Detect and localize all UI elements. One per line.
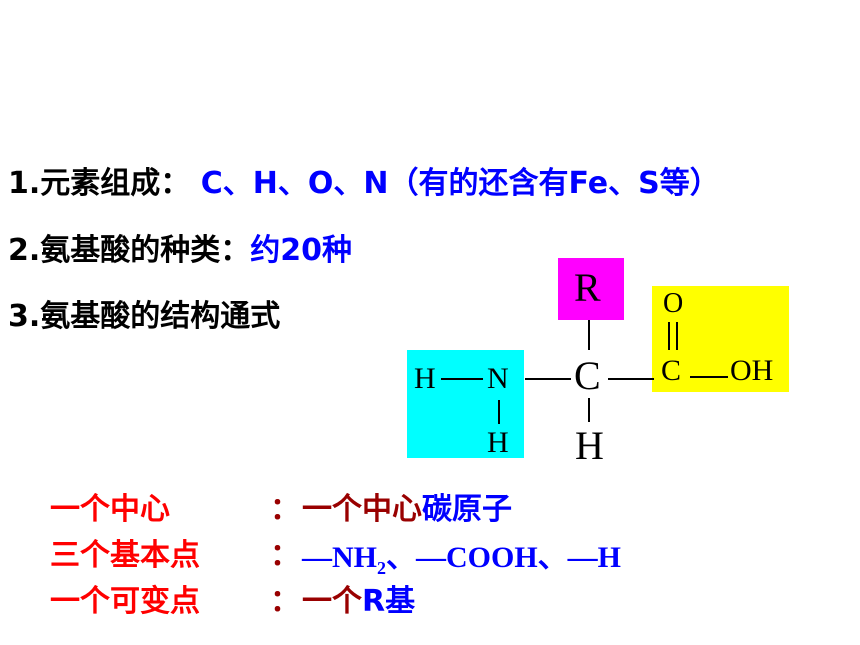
double-bond-left <box>668 322 670 350</box>
summary-row-basic: 三个基本点 <box>50 530 200 574</box>
double-bond-right <box>676 322 678 350</box>
summary-center-value-a: 一个中心 <box>302 492 422 527</box>
summary-variable-value: 一个R基 <box>302 576 415 620</box>
r-group-label: R <box>574 265 601 310</box>
bond-r-c <box>588 320 590 350</box>
summary-center-colon: ： <box>270 492 300 527</box>
bond-c-carboxyl <box>608 378 654 380</box>
bond-h-n <box>441 378 483 380</box>
bond-n-c <box>525 378 571 380</box>
amino-group-box <box>407 350 524 458</box>
bond-c-h <box>588 398 590 422</box>
carboxyl-carbon: C <box>661 354 682 387</box>
amino-hydrogen-left: H <box>414 362 436 395</box>
amino-hydrogen-bottom: H <box>487 426 509 459</box>
summary-row-variable: 一个可变点 <box>50 576 200 620</box>
line-structure-title: 3.氨基酸的结构通式 <box>8 299 281 334</box>
summary-variable-value-b: R基 <box>362 584 416 619</box>
summary-row-center: 一个中心 <box>50 484 170 528</box>
bottom-hydrogen-label: H <box>575 423 604 468</box>
line-elements-label: 1.元素组成： <box>8 166 191 201</box>
line-types-label: 2.氨基酸的种类： <box>8 233 251 268</box>
line-elements-value: C、H、O、N（有的还含有Fe、S等） <box>200 166 720 201</box>
summary-variable-label: 一个可变点 <box>50 584 200 619</box>
summary-variable-colon: ： <box>270 584 300 619</box>
summary-basic-colon: ： <box>270 538 300 573</box>
line-types: 2.氨基酸的种类：约20种 <box>8 225 352 269</box>
summary-basic-subscript: 2 <box>377 558 386 578</box>
summary-variable-value-a: 一个 <box>302 584 362 619</box>
carboxyl-oxygen: O <box>663 288 684 319</box>
r-group-box <box>558 258 624 320</box>
summary-center-label: 一个中心 <box>50 492 170 527</box>
central-carbon-label: C <box>574 353 601 398</box>
line-types-value: 约20种 <box>250 233 353 268</box>
summary-center-value-b: 碳原子 <box>422 492 512 527</box>
summary-basic-value-a: —NH <box>302 541 377 574</box>
carboxyl-hydroxyl: OH <box>730 354 774 387</box>
carboxyl-group-box <box>652 286 789 392</box>
summary-basic-value-b: 、—COOH、—H <box>386 541 622 574</box>
bond-n-h <box>498 400 500 424</box>
summary-basic-label: 三个基本点 <box>50 538 200 573</box>
summary-center-value: 一个中心碳原子 <box>302 484 512 528</box>
summary-basic-value: —NH2、—COOH、—H <box>302 532 621 579</box>
bond-c-oh <box>690 376 728 378</box>
amino-nitrogen: N <box>487 362 509 395</box>
line-elements: 1.元素组成： C、H、O、N（有的还含有Fe、S等） <box>8 158 720 202</box>
